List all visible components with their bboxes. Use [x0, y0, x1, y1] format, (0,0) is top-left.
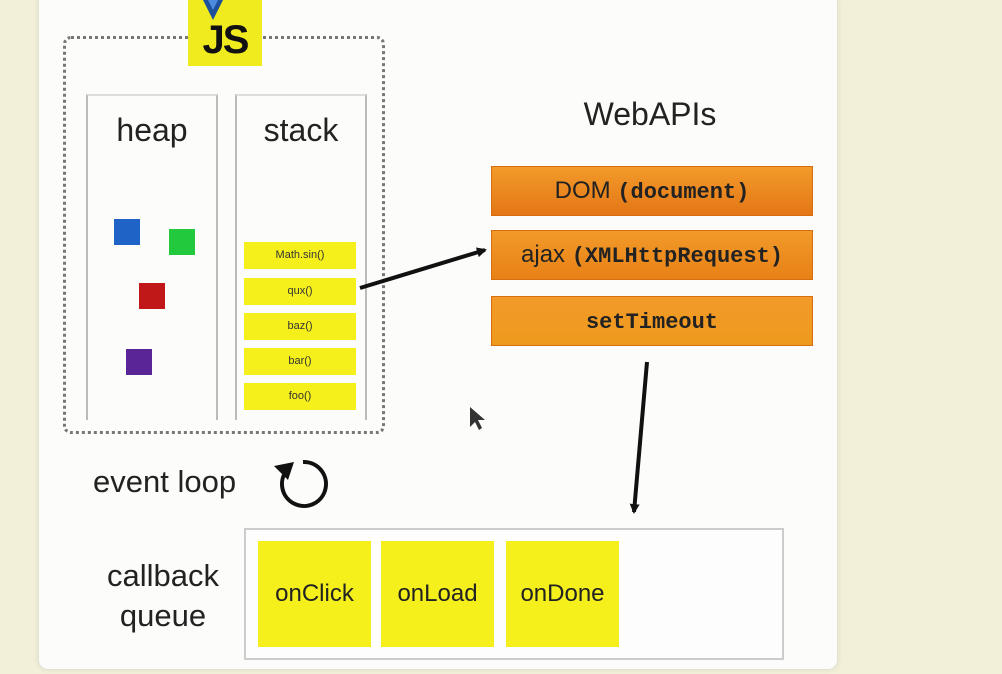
webapi-settimeout-code: setTimeout	[585, 310, 719, 335]
heap-object	[169, 229, 195, 255]
js-logo: JS	[188, 0, 262, 66]
heap-object	[126, 349, 152, 375]
webapi-settimeout: setTimeout	[491, 296, 813, 346]
stack-frame: foo()	[244, 383, 356, 410]
callback-queue-label: callback queue	[84, 556, 242, 636]
stack-frame: bar()	[244, 348, 356, 375]
mouse-cursor-icon	[470, 407, 485, 430]
event-loop-label: event loop	[93, 464, 237, 499]
shield-icon	[203, 0, 223, 20]
webapis-title: WebAPIs	[583, 96, 717, 132]
callback-item-onclick: onClick	[258, 541, 371, 647]
stack-frame: Math.sin()	[244, 242, 356, 269]
webapi-ajax-code: (XMLHttpRequest)	[571, 244, 783, 269]
stack-to-webapi-arrow	[359, 247, 487, 290]
callback-queue-label-line1: callback	[107, 558, 219, 593]
heap-title: heap	[116, 112, 188, 148]
webapi-ajax-prefix: ajax	[521, 241, 572, 268]
heap-object	[114, 219, 140, 245]
stack-column: stack	[235, 94, 367, 420]
stack-frame: qux()	[244, 278, 356, 305]
webapi-dom-prefix: DOM	[554, 177, 618, 204]
stack-frame: baz()	[244, 313, 356, 340]
webapi-ajax: ajax (XMLHttpRequest)	[491, 230, 813, 280]
js-logo-text: JS	[202, 18, 250, 62]
heap-object	[139, 283, 165, 309]
callback-queue-label-line2: queue	[119, 598, 207, 633]
callback-item-ondone: onDone	[506, 541, 619, 647]
webapi-dom-code: (document)	[617, 180, 750, 205]
webapi-to-queue-arrow	[629, 361, 649, 514]
webapi-dom: DOM (document)	[491, 166, 813, 216]
loop-arrow-icon	[274, 459, 328, 508]
stack-title: stack	[263, 112, 339, 148]
heap-column: heap	[86, 94, 218, 420]
callback-item-onload: onLoad	[381, 541, 494, 647]
